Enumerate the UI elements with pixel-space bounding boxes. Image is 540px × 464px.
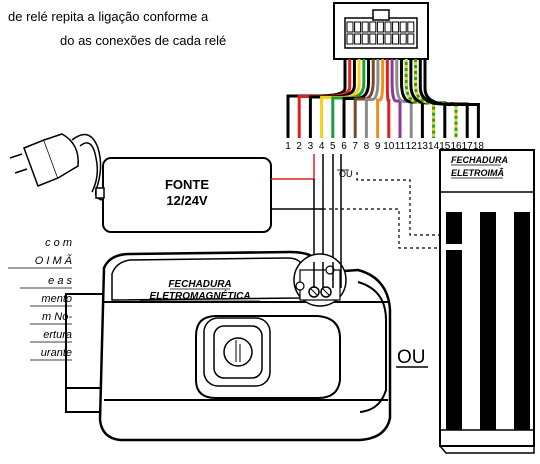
pin-number: 14 bbox=[428, 141, 440, 152]
side-note-line-6: ertura bbox=[43, 329, 72, 341]
connector-slot bbox=[346, 33, 354, 45]
harness-wire bbox=[376, 59, 385, 138]
side-note-line-7: urante bbox=[41, 347, 72, 359]
connector-slot bbox=[407, 33, 415, 45]
electromagnetic-lock-label-2: ELETROMAGNÉTICA bbox=[149, 289, 250, 302]
connector-slot bbox=[407, 21, 415, 33]
power-supply: FONTE 12/24V bbox=[95, 157, 272, 233]
pin-number: 10 bbox=[383, 141, 395, 152]
pin-number: 12 bbox=[406, 141, 418, 152]
harness-wire bbox=[364, 59, 380, 138]
supply-wires bbox=[271, 154, 342, 262]
side-note: c o m O I M Ã e a s mento m No- ertura u… bbox=[8, 237, 72, 361]
electromagnetic-lock: FECHADURA ELETROMAGNÉTICA bbox=[65, 250, 392, 442]
connector-slot bbox=[361, 33, 369, 45]
connector-slot bbox=[399, 21, 407, 33]
pin-number: 3 bbox=[308, 141, 314, 152]
electromagnet-lock-label-1: FECHADURA bbox=[451, 155, 508, 165]
connector-slot bbox=[384, 21, 392, 33]
pin-number: 11 bbox=[395, 141, 406, 152]
connector-slot bbox=[376, 21, 384, 33]
intro-text-line-2: do as conexões de cada relé bbox=[60, 33, 226, 48]
connector-slot bbox=[369, 21, 377, 33]
pin-number: 8 bbox=[364, 141, 370, 152]
pin-number: 18 bbox=[473, 141, 485, 152]
electromagnet-lock-label-2: ELETROIMÃ bbox=[451, 168, 504, 178]
dotted-wires bbox=[323, 172, 440, 249]
intro-text-line-1: de relé repita a ligação conforme a bbox=[8, 9, 209, 24]
key-cylinder-icon bbox=[223, 337, 253, 367]
side-note-line-1: c o m bbox=[45, 237, 72, 249]
pin-number: 5 bbox=[330, 141, 336, 152]
pin-number: 7 bbox=[352, 141, 358, 152]
pin-number: 2 bbox=[296, 141, 302, 152]
connector-slot bbox=[399, 33, 407, 45]
connector-slot bbox=[376, 33, 384, 45]
harness-wire bbox=[390, 59, 402, 138]
harness-wire bbox=[353, 59, 375, 138]
power-plug-icon bbox=[9, 133, 103, 201]
pin-number: 17 bbox=[462, 141, 474, 152]
connector-slot bbox=[392, 21, 400, 33]
harness-wire bbox=[395, 59, 413, 138]
harness-wire bbox=[385, 59, 391, 138]
connector-slot bbox=[354, 33, 362, 45]
connector-slot bbox=[354, 21, 362, 33]
connector-slot bbox=[346, 21, 354, 33]
side-note-line-5: m No- bbox=[42, 311, 72, 323]
side-note-line-2: O I M Ã bbox=[35, 254, 72, 267]
or-label-small: OU bbox=[339, 169, 353, 179]
side-note-line-3: e a s bbox=[48, 275, 72, 287]
side-note-line-4: mento bbox=[41, 293, 72, 305]
pin-number: 1 bbox=[285, 141, 291, 152]
electromagnet-lock: FECHADURA ELETROIMÃ bbox=[439, 149, 535, 454]
pin-number: 4 bbox=[319, 141, 325, 152]
pin-number: 9 bbox=[375, 141, 381, 152]
connector-slot bbox=[369, 33, 377, 45]
pin-number: 15 bbox=[439, 141, 451, 152]
or-label-large: OU bbox=[397, 347, 426, 368]
harness-wire-stripe bbox=[414, 59, 458, 138]
connector-slot bbox=[392, 33, 400, 45]
connector bbox=[333, 2, 429, 60]
connector-slot bbox=[384, 33, 392, 45]
power-supply-label-1: FONTE bbox=[165, 177, 209, 192]
power-supply-label-2: 12/24V bbox=[166, 193, 208, 208]
pin-number: 6 bbox=[341, 141, 347, 152]
harness-wire bbox=[423, 59, 480, 138]
electromagnetic-lock-label-1: FECHADURA bbox=[168, 279, 231, 290]
pin-number: 16 bbox=[450, 141, 462, 152]
connector-slot bbox=[361, 21, 369, 33]
pin-number: 13 bbox=[417, 141, 429, 152]
wire-harness bbox=[286, 59, 480, 138]
